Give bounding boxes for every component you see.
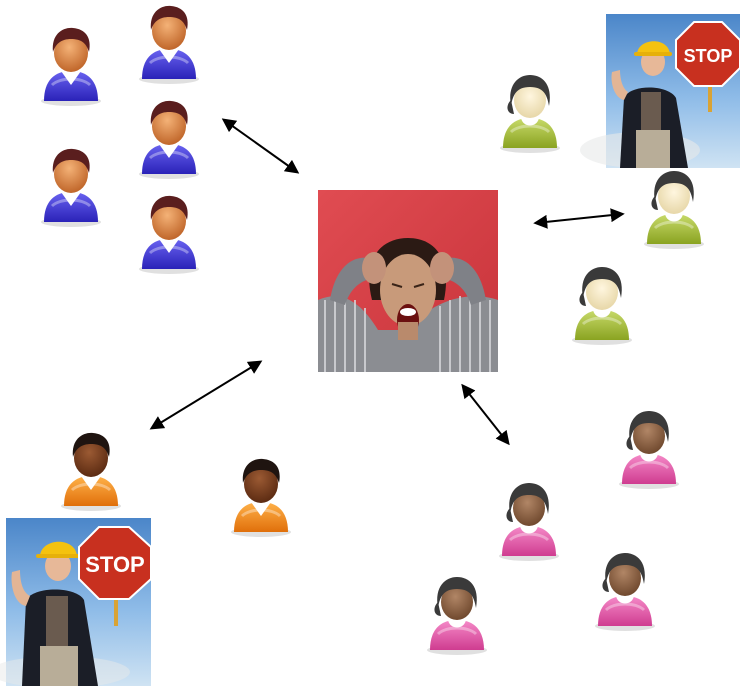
stop-sign-label: STOP [85, 552, 145, 577]
person-icon-blue-2 [139, 5, 199, 84]
stop-sign-photo-bottom-left: STOP [0, 518, 152, 686]
double-arrow-top-left [221, 118, 300, 174]
stop-sign-label: STOP [684, 46, 733, 66]
person-icon-pink-1 [619, 411, 679, 489]
person-icon-green-3 [572, 267, 632, 345]
person-icon-pink-4 [427, 577, 487, 655]
stressed-woman-photo [318, 190, 498, 372]
arrows [149, 118, 625, 446]
person-icon-pink-2 [499, 483, 559, 561]
group-green [500, 75, 704, 345]
group-blue [41, 5, 199, 274]
person-icon-blue-5 [139, 195, 199, 274]
stop-sign-photo-top-right: STOP [580, 14, 740, 168]
person-icon-green-1 [500, 75, 560, 153]
person-icon-orange-1 [61, 432, 121, 511]
person-icon-orange-2 [231, 458, 291, 537]
person-icon-pink-3 [595, 553, 655, 631]
double-arrow-bottom-left [149, 360, 263, 430]
person-icon-blue-4 [41, 148, 101, 227]
person-icon-blue-3 [139, 100, 199, 179]
group-orange [61, 432, 291, 537]
person-icon-green-2 [644, 171, 704, 249]
double-arrow-right [533, 208, 625, 229]
person-icon-blue-1 [41, 27, 101, 106]
group-pink [427, 411, 679, 655]
double-arrow-bottom-right [461, 383, 510, 446]
